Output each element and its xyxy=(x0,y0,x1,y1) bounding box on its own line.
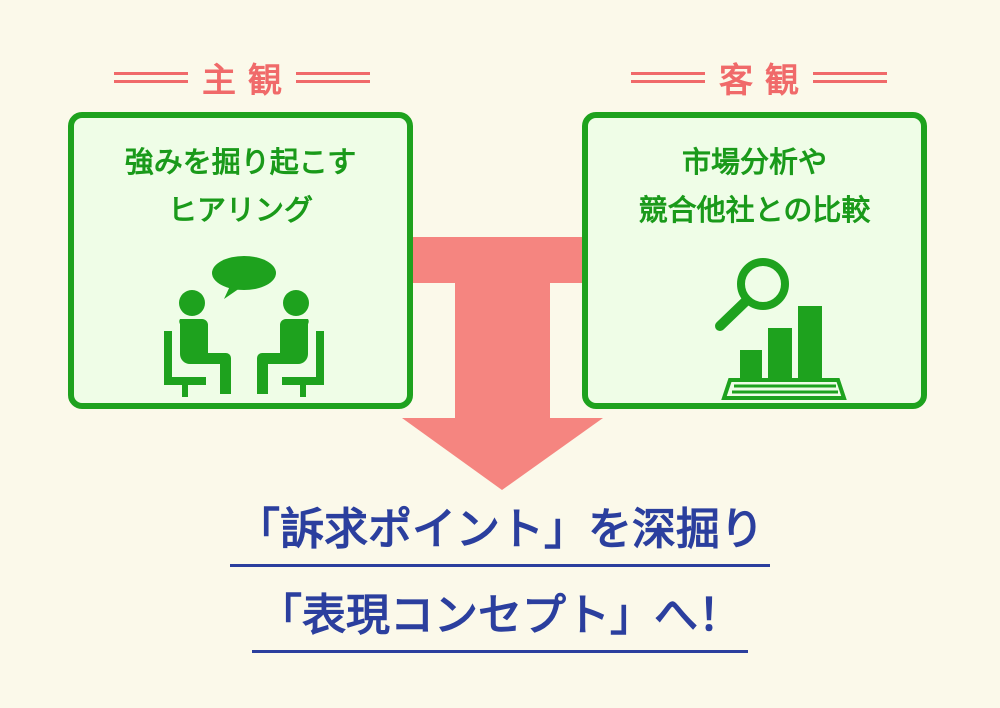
subjective-label: 主観 xyxy=(92,52,392,102)
hearing-title-line-1: 強みを掘り起こす xyxy=(124,145,357,179)
two-people-talking-icon xyxy=(164,256,324,397)
subjective-label-text: 主観 xyxy=(202,60,294,101)
analysis-box: 市場分析や 競合他社との比較 xyxy=(582,112,927,409)
hearing-box-title: 強みを掘り起こす ヒアリング xyxy=(74,138,407,234)
label-rule-left xyxy=(631,71,705,83)
label-rule-right xyxy=(813,71,887,83)
objective-label: 客観 xyxy=(609,52,909,102)
analysis-title-line-2: 競合他社との比較 xyxy=(638,193,871,227)
result-line-2-text: 「表現コンセプト」へ！ xyxy=(252,586,748,653)
analysis-box-title: 市場分析や 競合他社との比較 xyxy=(588,138,921,234)
horizontal-connector-bar xyxy=(410,237,595,283)
analysis-title-line-1: 市場分析や xyxy=(681,145,827,179)
result-line-1-text: 「訴求ポイント」を深掘り xyxy=(230,500,770,567)
objective-label-text: 客観 xyxy=(719,60,811,101)
arrow-head xyxy=(402,418,603,490)
vertical-arrow-shaft xyxy=(455,283,550,418)
magnifier-bar-chart-icon xyxy=(715,258,847,400)
hearing-title-line-2: ヒアリング xyxy=(167,193,313,227)
hearing-box: 強みを掘り起こす ヒアリング xyxy=(68,112,413,409)
label-rule-right xyxy=(296,71,370,83)
result-line-2: 「表現コンセプト」へ！ xyxy=(0,586,1000,653)
result-line-1: 「訴求ポイント」を深掘り xyxy=(0,500,1000,567)
label-rule-left xyxy=(114,71,188,83)
